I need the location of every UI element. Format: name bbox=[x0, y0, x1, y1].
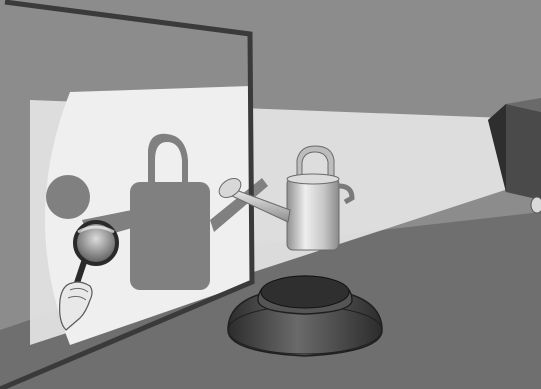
projection-scene bbox=[0, 0, 541, 389]
